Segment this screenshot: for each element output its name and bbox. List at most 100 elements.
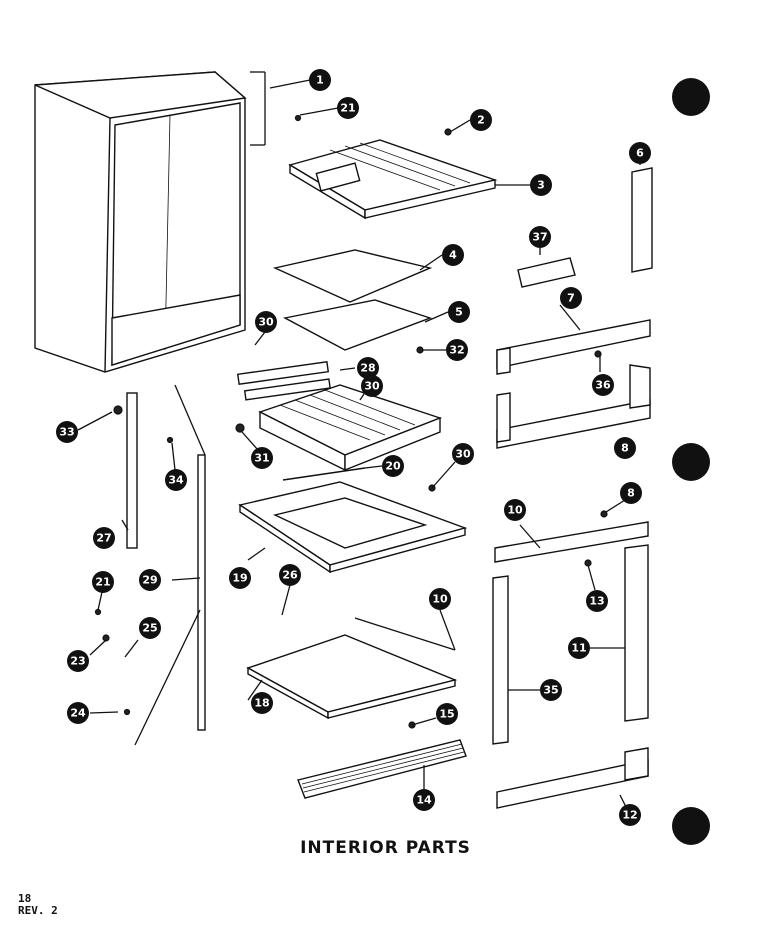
svg-text:11: 11 xyxy=(571,642,586,655)
door-bar-10-part xyxy=(494,521,649,563)
svg-text:5: 5 xyxy=(455,306,463,319)
punch-hole-top xyxy=(672,78,710,116)
svg-text:14: 14 xyxy=(416,794,432,807)
svg-text:30: 30 xyxy=(258,316,274,329)
callout-26: 26 xyxy=(279,564,301,586)
svg-text:23: 23 xyxy=(70,655,85,668)
svg-text:7: 7 xyxy=(567,292,575,305)
svg-text:2: 2 xyxy=(477,114,485,127)
svg-text:30: 30 xyxy=(364,380,380,393)
page-footer: 18 REV. 2 xyxy=(18,893,58,917)
callout-31: 31 xyxy=(251,447,273,469)
callout-7: 7 xyxy=(560,287,582,309)
callout-27: 27 xyxy=(93,527,115,549)
tube-29-part xyxy=(197,454,206,731)
door-shelf-12-part xyxy=(496,747,649,809)
shelf-frame-part xyxy=(238,481,468,574)
callout-12: 12 xyxy=(619,804,641,826)
cabinet-shell xyxy=(34,71,266,373)
svg-text:10: 10 xyxy=(432,593,448,606)
svg-text:21: 21 xyxy=(95,576,110,589)
svg-text:32: 32 xyxy=(449,344,464,357)
callout-8b: 8 xyxy=(620,482,642,504)
plate-4-part xyxy=(272,249,433,303)
callout-5: 5 xyxy=(448,301,470,323)
punch-hole-bottom xyxy=(672,807,710,845)
revision-label: REV. 2 xyxy=(18,904,58,917)
callout-30b: 30 xyxy=(361,375,383,397)
callout-13: 13 xyxy=(586,590,608,612)
door-post-11-part xyxy=(624,544,649,722)
door-shelf-7-part xyxy=(496,319,651,375)
callout-30a: 30 xyxy=(255,311,277,333)
callout-3: 3 xyxy=(530,174,552,196)
callout-18: 18 xyxy=(251,692,273,714)
callout-30c: 30 xyxy=(452,443,474,465)
svg-text:29: 29 xyxy=(142,574,157,587)
callout-23: 23 xyxy=(67,650,89,672)
top-cover-part xyxy=(288,139,498,220)
diagram-caption: INTERIOR PARTS xyxy=(300,838,471,858)
callout-32: 32 xyxy=(446,339,468,361)
svg-text:20: 20 xyxy=(385,460,401,473)
svg-text:1: 1 xyxy=(316,74,324,87)
callout-36: 36 xyxy=(592,374,614,396)
callout-4: 4 xyxy=(442,244,464,266)
svg-text:30: 30 xyxy=(455,448,471,461)
svg-text:8: 8 xyxy=(627,487,635,500)
punch-hole-middle xyxy=(672,443,710,481)
svg-text:37: 37 xyxy=(532,231,547,244)
svg-text:21: 21 xyxy=(340,102,355,115)
svg-text:12: 12 xyxy=(622,809,637,822)
callout-20: 20 xyxy=(382,455,404,477)
svg-text:34: 34 xyxy=(168,474,184,487)
svg-text:31: 31 xyxy=(254,452,269,465)
svg-text:8: 8 xyxy=(621,442,629,455)
callout-8a: 8 xyxy=(614,437,636,459)
svg-text:33: 33 xyxy=(59,426,74,439)
callout-33: 33 xyxy=(56,421,78,443)
svg-text:36: 36 xyxy=(595,379,611,392)
callout-37: 37 xyxy=(529,226,551,248)
callout-21a: 21 xyxy=(337,97,359,119)
door-shelf-8-part xyxy=(496,364,651,449)
callout-10b: 10 xyxy=(429,588,451,610)
butter-box-37-part xyxy=(517,257,576,288)
tray-part xyxy=(246,634,458,720)
callout-10a: 10 xyxy=(504,499,526,521)
callout-1: 1 xyxy=(309,69,331,91)
svg-text:35: 35 xyxy=(543,684,558,697)
callout-14: 14 xyxy=(413,789,435,811)
callout-19: 19 xyxy=(229,567,251,589)
svg-text:13: 13 xyxy=(589,595,604,608)
svg-text:19: 19 xyxy=(232,572,247,585)
callout-25: 25 xyxy=(139,617,161,639)
evaporator-part xyxy=(236,360,443,472)
svg-text:28: 28 xyxy=(360,362,375,375)
svg-text:15: 15 xyxy=(439,708,454,721)
svg-text:18: 18 xyxy=(254,697,269,710)
callout-24: 24 xyxy=(67,702,89,724)
rail-27-part xyxy=(126,392,138,549)
svg-text:10: 10 xyxy=(507,504,523,517)
callout-6: 6 xyxy=(629,142,651,164)
callout-29: 29 xyxy=(139,569,161,591)
svg-text:6: 6 xyxy=(636,147,644,160)
svg-text:27: 27 xyxy=(96,532,111,545)
callout-15: 15 xyxy=(436,703,458,725)
callout-35: 35 xyxy=(540,679,562,701)
door-post-35-part xyxy=(492,575,509,745)
callout-28: 28 xyxy=(357,357,379,379)
plate-5-part xyxy=(282,299,433,351)
svg-text:3: 3 xyxy=(537,179,545,192)
svg-text:26: 26 xyxy=(282,569,298,582)
svg-text:25: 25 xyxy=(142,622,157,635)
svg-text:4: 4 xyxy=(449,249,457,262)
grille-part xyxy=(297,739,467,799)
callout-21b: 21 xyxy=(92,571,114,593)
door-bar-6-part xyxy=(631,167,653,273)
svg-text:24: 24 xyxy=(70,707,86,720)
callout-34: 34 xyxy=(165,469,187,491)
callout-2: 2 xyxy=(470,109,492,131)
